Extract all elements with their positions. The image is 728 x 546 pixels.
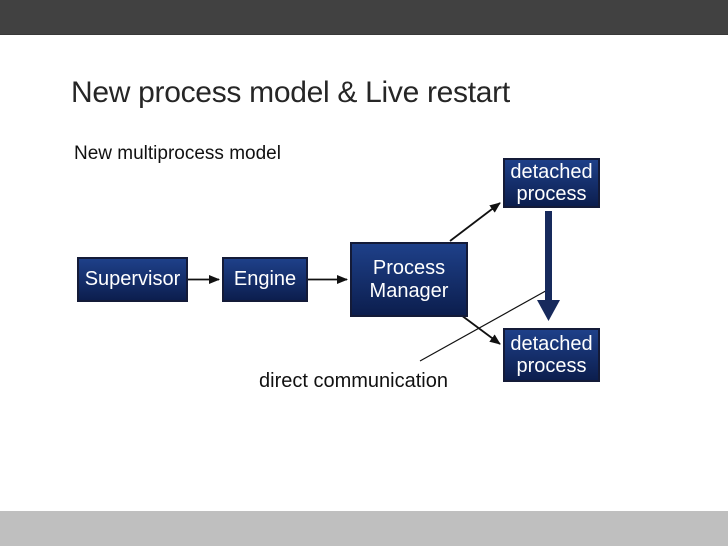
slide-title: New process model & Live restart (71, 76, 510, 109)
thick-arrow-detached-to-detached-head (537, 300, 560, 321)
node-engine: Engine (222, 257, 308, 302)
node-detached-process-bottom: detached process (503, 328, 600, 382)
slide-footer-bar (0, 511, 728, 546)
direct-communication-callout-line (419, 287, 552, 362)
arrow-process-manager-to-detached-top (449, 202, 501, 242)
node-supervisor: Supervisor (77, 257, 188, 302)
direct-communication-label: direct communication (259, 370, 448, 392)
node-detached-process-top: detached process (503, 158, 600, 208)
node-process-manager: Process Manager (350, 242, 468, 317)
diagram-caption: New multiprocess model (74, 143, 281, 164)
slide-header-bar (0, 0, 728, 35)
arrow-process-manager-to-detached-bottom (460, 314, 501, 345)
